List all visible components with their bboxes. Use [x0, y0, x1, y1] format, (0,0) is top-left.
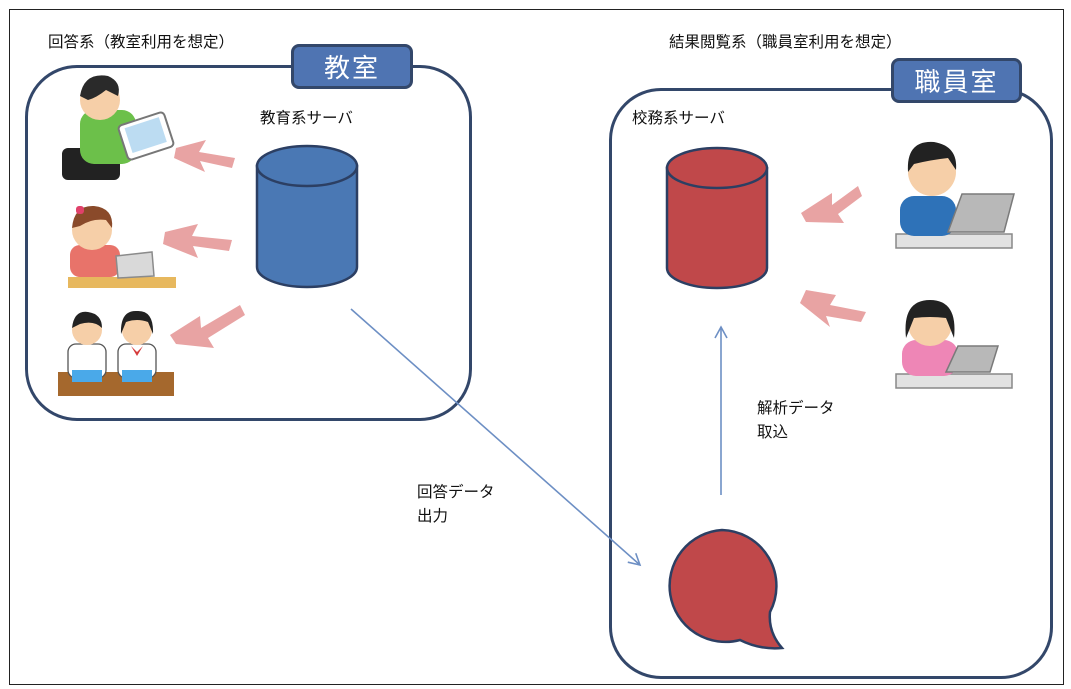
signal-icon	[800, 290, 866, 327]
teacher-female-laptop-icon	[895, 300, 1013, 389]
import-label-line2: 取込	[757, 423, 789, 441]
staff-room-zone	[609, 88, 1053, 679]
output-arrow	[350, 308, 642, 567]
output-label-line2: 出力	[417, 507, 449, 525]
school-server-icon	[665, 146, 769, 290]
output-label-line1: 回答データ	[417, 483, 495, 501]
signal-icon	[174, 140, 235, 172]
classroom-tab: 教室	[291, 44, 413, 89]
education-server-label: 教育系サーバ	[260, 109, 353, 127]
school-server-label: 校務系サーバ	[632, 109, 725, 127]
student-laptop-icon	[68, 205, 176, 288]
staff-room-tab: 職員室	[891, 58, 1022, 103]
student-tablet-icon	[62, 75, 175, 180]
signal-icons	[163, 140, 866, 348]
left-zone-caption: 回答系（教室利用を想定）	[48, 33, 235, 51]
classroom-zone	[25, 65, 472, 421]
right-zone-caption: 結果閲覧系（職員室利用を想定）	[669, 33, 902, 51]
education-server-icon	[255, 144, 359, 289]
diagram-frame	[9, 9, 1064, 685]
speech-bubble-icon	[668, 528, 785, 650]
import-label-line1: 解析データ	[757, 399, 835, 417]
signal-icon	[163, 224, 232, 258]
signal-icon	[801, 186, 862, 223]
teacher-male-laptop-icon	[895, 141, 1015, 249]
signal-icon	[170, 305, 245, 348]
students-desk-icon	[58, 310, 174, 396]
